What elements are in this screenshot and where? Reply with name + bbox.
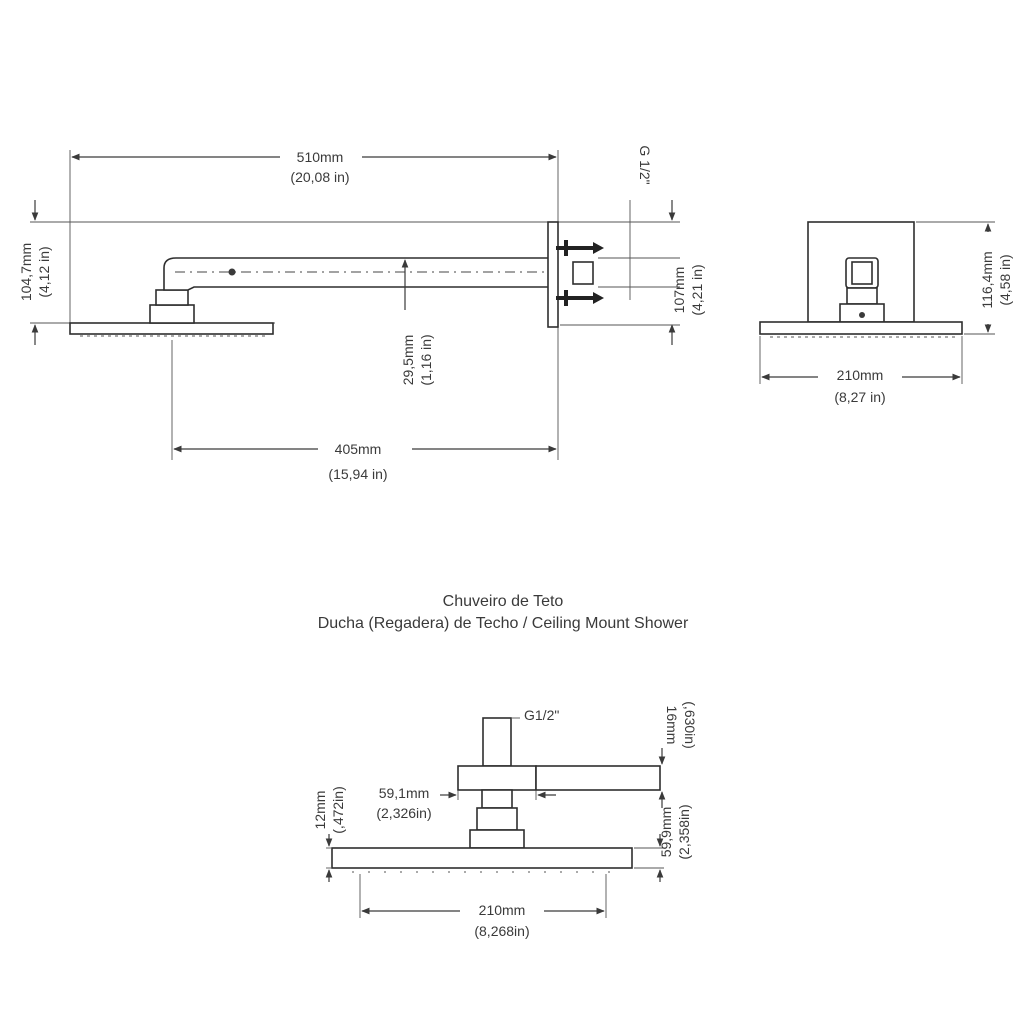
bottom-thread-stub <box>482 717 512 767</box>
dim-arm-length-mm: 405mm <box>335 441 382 457</box>
title-line-2: Ducha (Regadera) de Techo / Ceiling Moun… <box>318 615 689 632</box>
dim-bottom-width-in: (8,268in) <box>474 923 529 939</box>
dim-overall-length: 510mm (20,08 in) <box>71 149 557 185</box>
dim-height: 104,7mm (4,12 in) <box>18 200 52 345</box>
dim-head-depth: 29,5mm (1,16 in) <box>400 259 434 386</box>
dim-height-mm: 104,7mm <box>18 243 34 301</box>
dim-front-height-in: (4,58 in) <box>997 254 1013 305</box>
dim-arm-offset-in: (4,21 in) <box>689 264 705 315</box>
dim-head-depth-mm: 29,5mm <box>400 335 416 386</box>
dim-nut-height: 16mm (,630in) <box>658 701 698 808</box>
bottom-thread-label: G1/2" <box>524 707 559 723</box>
dim-front-height-mm: 116,4mm <box>979 251 995 308</box>
side-arm <box>163 257 551 291</box>
dim-plate-thickness-mm: 12mm <box>312 791 328 830</box>
dim-body-height-in: (2,358in) <box>676 804 692 859</box>
dim-overall-length-in: (20,08 in) <box>290 169 349 185</box>
dim-thread: G 1/2" <box>629 145 653 300</box>
bottom-nut <box>469 829 525 849</box>
dim-overall-length-mm: 510mm <box>297 149 344 165</box>
dim-height-in: (4,12 in) <box>36 246 52 297</box>
front-view: 116,4mm (4,58 in) 210mm (8,27 in) <box>759 221 1013 405</box>
side-view: 510mm (20,08 in) 104,7mm (4,12 in) <box>18 145 705 482</box>
dim-front-width-in: (8,27 in) <box>834 389 885 405</box>
dim-nut-width: 59,1mm (2,326in) <box>376 785 556 821</box>
side-nut <box>149 304 195 324</box>
bottom-view: G1/2" 16mm (,630in) 59,1mm (2,326in) <box>312 701 698 939</box>
bottom-arm-block <box>457 765 537 791</box>
dim-head-depth-in: (1,16 in) <box>418 334 434 385</box>
thread-label: G 1/2" <box>637 145 653 184</box>
dim-arm-offset-mm: 107mm <box>671 267 687 314</box>
dim-nut-height-mm: 16mm <box>664 706 680 745</box>
side-wall-flange <box>547 221 559 328</box>
dim-arm-offset: 107mm (4,21 in) <box>560 200 705 345</box>
dim-body-height: 59,9mm (2,358in) <box>634 804 692 882</box>
dim-nut-height-in: (,630in) <box>682 701 698 748</box>
side-shower-plate <box>69 322 274 335</box>
dim-body-height-mm: 59,9mm <box>658 807 674 858</box>
dim-nut-width-in: (2,326in) <box>376 805 431 821</box>
dim-bottom-width-mm: 210mm <box>479 902 526 918</box>
dim-plate-thickness-in: (,472in) <box>330 786 346 833</box>
dim-arm-length-in: (15,94 in) <box>328 466 387 482</box>
title-line-1: Chuveiro de Teto <box>443 593 564 610</box>
dim-front-width-mm: 210mm <box>837 367 884 383</box>
front-shower-plate <box>759 321 963 335</box>
dim-front-width: 210mm (8,27 in) <box>759 336 963 405</box>
dim-bottom-width: 210mm (8,268in) <box>359 874 607 939</box>
bottom-arm <box>535 765 661 791</box>
drawing-title: Chuveiro de Teto Ducha (Regadera) de Tec… <box>318 593 689 632</box>
dim-front-height: 116,4mm (4,58 in) <box>916 221 1013 335</box>
bottom-shower-plate <box>331 847 633 869</box>
dim-arm-length: 405mm (15,94 in) <box>173 441 557 482</box>
dim-nut-width-mm: 59,1mm <box>379 785 430 801</box>
dim-plate-thickness: 12mm (,472in) <box>312 786 346 882</box>
